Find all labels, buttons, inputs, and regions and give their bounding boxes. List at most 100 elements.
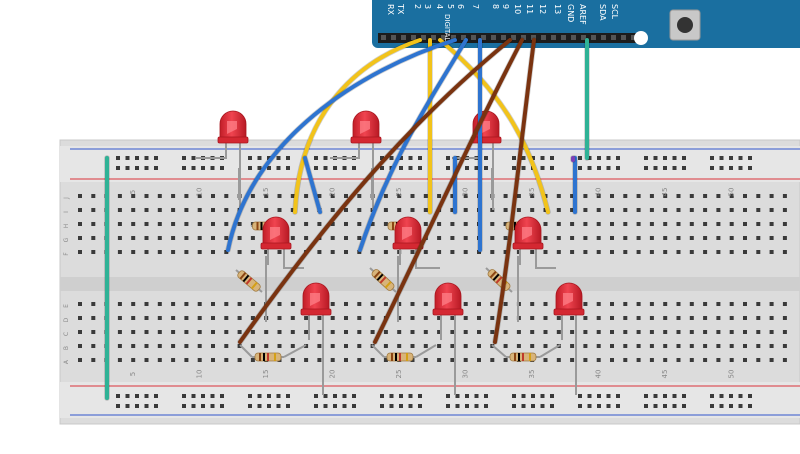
breadboard-hole: [224, 208, 229, 212]
breadboard-hole: [344, 316, 348, 320]
breadboard-hole: [503, 316, 508, 320]
breadboard-hole: [117, 222, 122, 226]
breadboard-hole: [157, 316, 162, 320]
brown-wire[interactable]: [493, 38, 536, 344]
breadboard-hole: [157, 344, 162, 348]
rail-hole: [125, 166, 130, 170]
header-pin: [481, 35, 486, 40]
breadboard-hole: [556, 250, 561, 254]
rail-hole: [738, 166, 743, 170]
breadboard-hole: [782, 194, 787, 198]
rail-hole: [644, 404, 648, 408]
breadboard-hole: [556, 194, 561, 198]
breadboard-hole: [703, 302, 708, 306]
breadboard-hole: [769, 344, 774, 348]
breadboard-hole: [184, 302, 189, 306]
column-number: 15: [262, 188, 270, 197]
breadboard-hole: [716, 358, 721, 362]
breadboard-hole: [370, 302, 375, 306]
breadboard-hole: [330, 330, 335, 334]
blue-wire[interactable]: [226, 38, 457, 252]
breadboard-hole: [171, 358, 176, 362]
breadboard-hole: [91, 344, 96, 348]
breadboard-hole: [171, 222, 176, 226]
rail-hole: [616, 404, 620, 408]
breadboard-hole: [383, 330, 388, 334]
rail-hole: [144, 166, 149, 170]
breadboard-hole: [477, 316, 481, 320]
breadboard-hole: [224, 194, 229, 198]
pin-label: 2: [413, 4, 422, 9]
breadboard-hole: [649, 222, 654, 226]
breadboard-hole: [197, 344, 202, 348]
breadboard-hole: [676, 302, 681, 306]
breadboard-hole: [716, 344, 721, 348]
header-pin: [421, 35, 426, 40]
rail-hole: [323, 166, 328, 170]
breadboard-hole: [117, 330, 122, 334]
breadboard-hole: [583, 344, 588, 348]
breadboard-hole: [623, 302, 628, 306]
rail-hole: [682, 404, 686, 408]
rail-hole: [587, 166, 592, 170]
rail-hole: [597, 394, 601, 398]
led-red: [553, 282, 585, 395]
breadboard-hole: [383, 236, 388, 240]
breadboard-hole: [437, 250, 442, 254]
breadboard-hole: [290, 208, 295, 212]
breadboard-hole: [91, 302, 96, 306]
rail-hole: [389, 156, 394, 160]
breadboard-hole: [290, 316, 295, 320]
rail-hole: [512, 166, 516, 170]
breadboard-hole: [490, 358, 495, 362]
breadboard-hole: [290, 222, 295, 226]
breadboard-hole: [716, 330, 721, 334]
breadboard-hole: [596, 222, 601, 226]
breadboard-hole: [463, 316, 468, 320]
breadboard-hole: [184, 236, 189, 240]
breadboard-hole: [383, 250, 388, 254]
breadboard-hole: [636, 194, 641, 198]
rail-hole: [286, 156, 290, 160]
breadboard-hole: [450, 222, 455, 226]
rail-hole: [352, 404, 356, 408]
yellow-wire[interactable]: [438, 38, 550, 214]
breadboard-hole: [596, 358, 601, 362]
breadboard-hole: [676, 250, 681, 254]
rail-hole: [474, 404, 479, 408]
breadboard-hole: [623, 330, 628, 334]
breadboard-hole: [131, 316, 136, 320]
rail-hole: [154, 156, 158, 160]
breadboard-hole: [556, 236, 561, 240]
breadboard-hole: [290, 250, 295, 254]
breadboard-hole: [676, 208, 681, 212]
rail-hole: [540, 156, 545, 160]
rail-hole: [550, 166, 554, 170]
rail-hole: [144, 394, 149, 398]
breadboard-hole: [583, 302, 588, 306]
breadboard-hole: [344, 236, 348, 240]
column-number: 20: [329, 188, 337, 197]
breadboard-hole: [157, 358, 162, 362]
rail-hole: [455, 404, 460, 408]
breadboard-hole: [743, 194, 747, 198]
rail-hole: [606, 404, 611, 408]
brown-wire[interactable]: [373, 38, 524, 344]
rail-hole: [738, 394, 743, 398]
breadboard-hole: [397, 208, 402, 212]
breadboard-hole: [184, 208, 189, 212]
rail-hole: [314, 394, 318, 398]
breadboard-hole: [250, 302, 255, 306]
breadboard-hole: [224, 222, 229, 226]
breadboard-hole: [184, 344, 189, 348]
rail-hole: [418, 394, 422, 398]
rail-hole: [531, 394, 535, 398]
reset-button-cap[interactable]: [677, 17, 693, 33]
blue-wire[interactable]: [303, 156, 322, 214]
brown-wire[interactable]: [238, 38, 512, 344]
row-letter: J: [63, 197, 70, 200]
rail-hole: [710, 166, 714, 170]
rail-hole: [512, 156, 516, 160]
rail-hole: [521, 156, 526, 160]
rail-hole: [125, 394, 130, 398]
